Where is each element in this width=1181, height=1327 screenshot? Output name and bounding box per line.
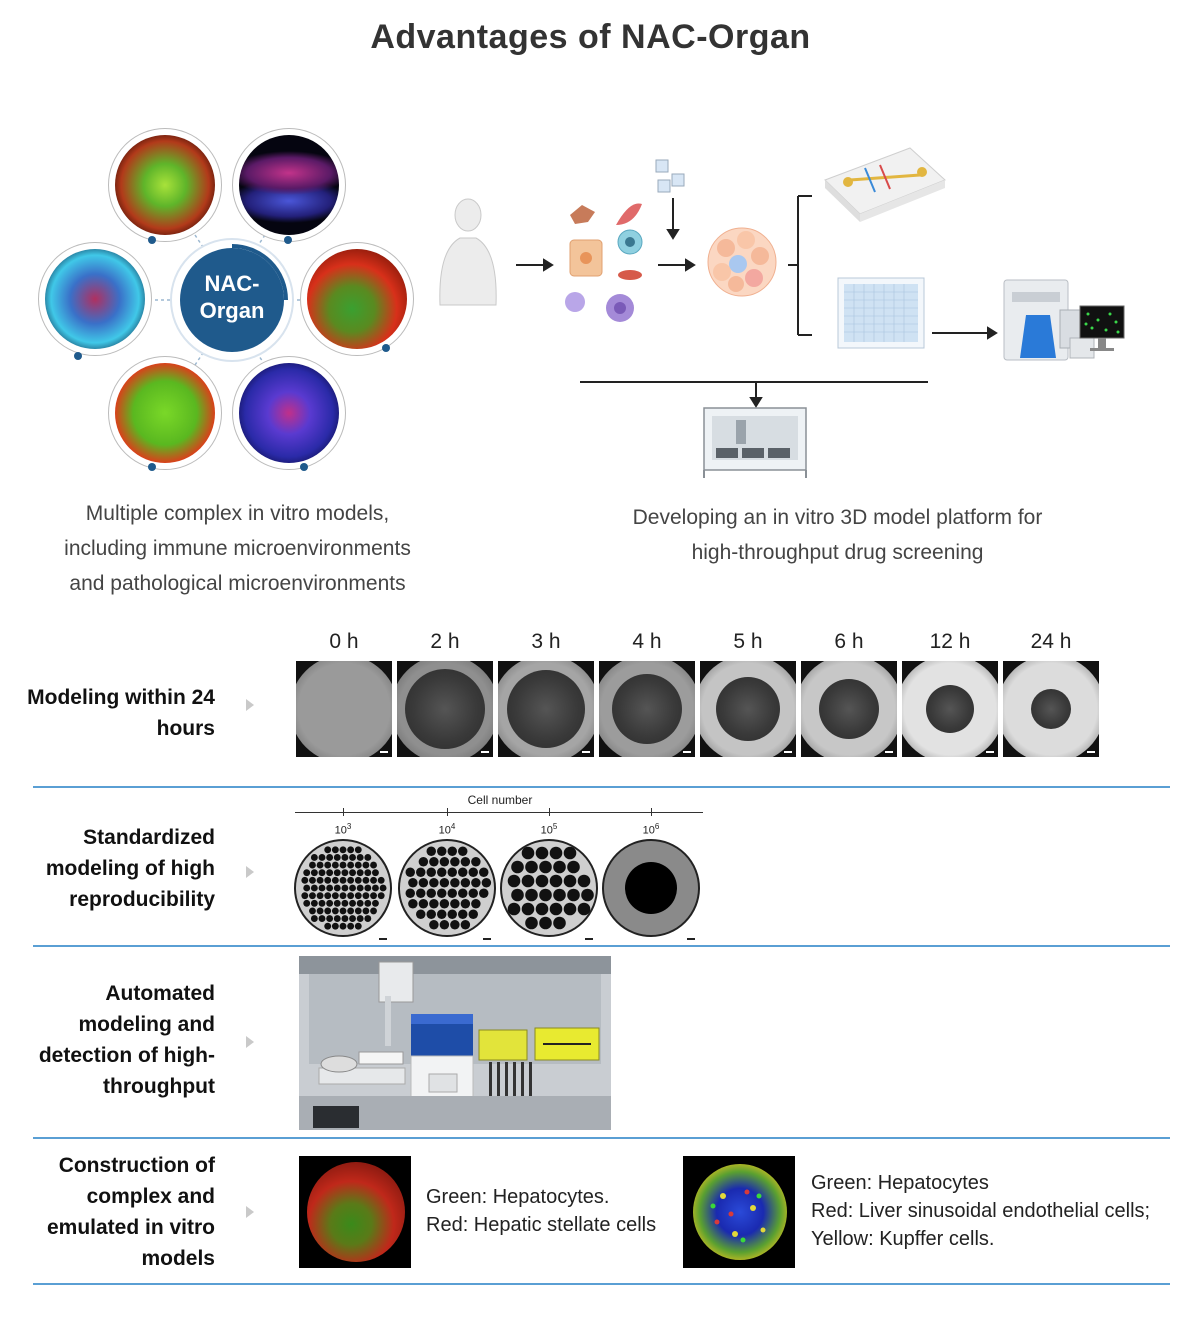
- row-separator: [33, 945, 1170, 947]
- timepoint-image: [296, 661, 392, 757]
- liquid-handler-icon: [703, 407, 807, 478]
- cell-number-tick-label: 104: [438, 822, 456, 837]
- timepoint-label: 2 h: [430, 630, 460, 653]
- hub-label-2: Organ: [199, 298, 265, 323]
- right-caption: Developing an in vitro 3D model platform…: [632, 506, 1043, 564]
- timepoint-label: 6 h: [834, 630, 864, 653]
- micrograph-circle-3: [38, 242, 152, 356]
- timepoint-image: [397, 661, 493, 757]
- model-cluster: NAC- Organ: [30, 120, 430, 480]
- hub-label-1: NAC-: [204, 271, 260, 296]
- legend-1: Green: Hepatocytes. Red: Hepatic stellat…: [426, 1186, 657, 1236]
- nac-organ-hub: NAC- Organ: [170, 238, 294, 362]
- marker-dot: [284, 236, 292, 244]
- cell-number-well: [500, 839, 598, 937]
- timepoint-label: 5 h: [733, 630, 763, 653]
- cell-number-well: [602, 839, 700, 937]
- micrograph-circle-1: [108, 128, 222, 242]
- row-arrow-icon: [246, 699, 254, 711]
- cell-number-tick-label: 103: [334, 822, 352, 837]
- organoid-icon: [707, 227, 777, 297]
- imaging-system-icon: [1003, 279, 1125, 361]
- marker-dot: [148, 236, 156, 244]
- row-arrow-icon: [246, 866, 254, 878]
- timepoint-image: [599, 661, 695, 757]
- human-body-icon: [439, 198, 497, 306]
- drug-screening-workflow: [439, 147, 1125, 478]
- legend-2: Green: Hepatocytes Red: Liver sinusoidal…: [811, 1172, 1151, 1250]
- well-plate-icon: [837, 277, 925, 349]
- liver-multicell-image: [683, 1156, 795, 1268]
- micrograph-circle-6: [232, 356, 346, 470]
- micrograph-circle-5: [108, 356, 222, 470]
- timepoint-image: [902, 661, 998, 757]
- automation-photo: [299, 956, 611, 1130]
- timepoint-label: 24 h: [1030, 630, 1072, 653]
- marker-dot: [148, 463, 156, 471]
- row-separator: [33, 786, 1170, 788]
- timepoint-label: 3 h: [531, 630, 561, 653]
- marker-dot: [300, 463, 308, 471]
- row-separator: [33, 1137, 1170, 1139]
- cell-number-title: Cell number: [467, 793, 533, 807]
- micrograph-circle-4: [300, 242, 414, 356]
- timepoint-image: [700, 661, 796, 757]
- timepoint-image: [498, 661, 594, 757]
- compound-icon: [655, 159, 685, 193]
- row-label-modeling-24h: Modeling within 24 hours: [27, 686, 215, 740]
- cell-number-tick-label: 105: [540, 822, 558, 837]
- cell-number-axis: Cell number: [295, 793, 705, 833]
- timepoint-image: [1003, 661, 1099, 757]
- left-caption: Multiple complex in vitro models, includ…: [64, 502, 411, 595]
- timepoint-image: [801, 661, 897, 757]
- timepoint-label: 4 h: [632, 630, 662, 653]
- row-label-standardized: Standardized modeling of high reproducib…: [45, 826, 215, 911]
- page-title: Advantages of NAC-Organ: [370, 18, 811, 56]
- marker-dot: [382, 344, 390, 352]
- timepoint-label: 12 h: [929, 630, 971, 653]
- row-separator: [33, 1283, 1170, 1285]
- cell-number-well: [294, 839, 392, 937]
- micrograph-circle-2: [232, 128, 346, 242]
- marker-dot: [74, 352, 82, 360]
- hepatocyte-stellate-image: [299, 1156, 411, 1268]
- cell-number-tick-label: 106: [642, 822, 660, 837]
- cell-number-well: [398, 839, 496, 937]
- row-arrow-icon: [246, 1206, 254, 1218]
- row-label-automated: Automated modeling and detection of high…: [38, 982, 215, 1098]
- row-label-construction: Construction of complex and emulated in …: [46, 1154, 215, 1270]
- microfluidic-chip-icon: [824, 147, 946, 222]
- cell-types-icon: [565, 203, 643, 322]
- row-arrow-icon: [246, 1036, 254, 1048]
- timepoint-label: 0 h: [329, 630, 359, 653]
